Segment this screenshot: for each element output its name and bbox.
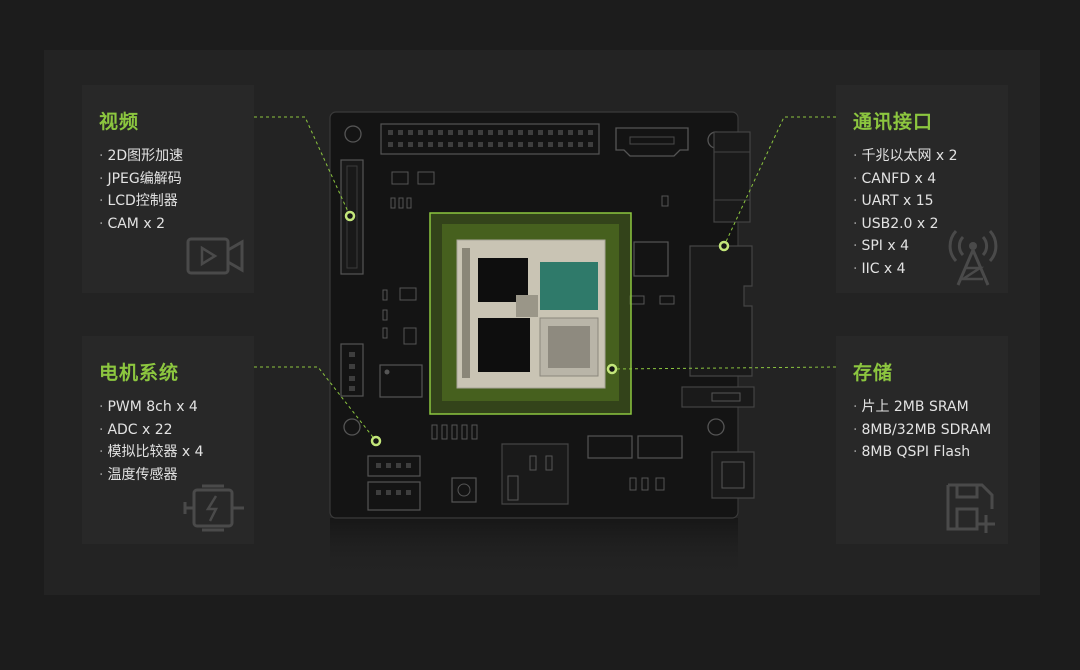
motor-icon [183,484,244,532]
list-item: ·PWM 8ch x 4 [99,399,198,415]
mount-hole [343,418,361,436]
memory-chip [478,258,528,302]
reset-button-graphic [451,477,477,503]
list-item: ·USB2.0 x 2 [853,215,939,232]
motor-feature-list: ·PWM 8ch x 4 ·ADC x 22 ·模拟比较器 x 4 ·温度传感器 [99,396,204,486]
usb-connector [689,245,753,377]
pcb-area [540,262,598,310]
dip-switch [681,386,755,408]
ic-chip [379,364,423,398]
save-disk-icon [946,483,995,533]
list-item: ·2D图形加速 [99,148,184,164]
mount-hole [707,418,725,436]
list-item: ·CAM x 2 [99,215,165,232]
antenna-tower-icon [948,229,998,286]
storage-feature-list: ·片上 2MB SRAM ·8MB/32MB SDRAM ·8MB QSPI F… [853,396,991,464]
comm-feature-card: 通讯接口 ·千兆以太网 x 2 ·CANFD x 4 ·UART x 15 ·U… [836,85,1008,293]
list-item: ·CANFD x 4 [853,170,937,187]
list-item: ·SPI x 4 [853,238,910,254]
list-item: ·千兆以太网 x 2 [853,148,958,164]
motor-feature-card: 电机系统 ·PWM 8ch x 4 ·ADC x 22 ·模拟比较器 x 4 ·… [82,336,254,544]
sd-card-slot [501,443,569,505]
list-item: ·8MB QSPI Flash [853,444,971,460]
flash-chip [478,318,530,372]
list-item: ·LCD控制器 [99,193,178,209]
board-reflection [330,518,738,578]
list-item: ·JPEG编解码 [99,170,182,187]
ic-chip [633,241,669,277]
pin-header [380,123,600,155]
list-item: ·ADC x 22 [99,421,173,438]
video-title: 视频 [99,111,140,133]
storage-feature-card: 存储 ·片上 2MB SRAM ·8MB/32MB SDRAM ·8MB QSP… [836,336,1008,544]
motor-title: 电机系统 [99,362,180,384]
pin-header [367,481,421,511]
hdmi-connector [615,127,689,157]
list-item: ·UART x 15 [853,193,934,209]
small-header [340,343,364,397]
comm-title: 通讯接口 [853,111,934,133]
video-feature-card: 视频 ·2D图形加速 ·JPEG编解码 ·LCD控制器 ·CAM x 2 [82,85,254,293]
leader-lines [254,116,837,442]
hdmi-mini-port [711,451,755,499]
list-item: ·8MB/32MB SDRAM [853,421,992,438]
ethernet-port [713,131,751,223]
callout-dots [344,210,730,447]
mount-hole [344,125,362,143]
pin-header [367,455,421,477]
video-camera-icon [186,237,244,275]
list-item: ·温度传感器 [99,466,178,483]
list-item: ·模拟比较器 x 4 [99,444,204,460]
video-feature-list: ·2D图形加速 ·JPEG编解码 ·LCD控制器 ·CAM x 2 [99,145,183,235]
comm-feature-list: ·千兆以太网 x 2 ·CANFD x 4 ·UART x 15 ·USB2.0… [853,145,958,280]
header-pins [388,130,593,147]
storage-title: 存储 [853,362,894,384]
list-item: ·片上 2MB SRAM [853,399,969,415]
list-item: ·IIC x 4 [853,260,906,277]
